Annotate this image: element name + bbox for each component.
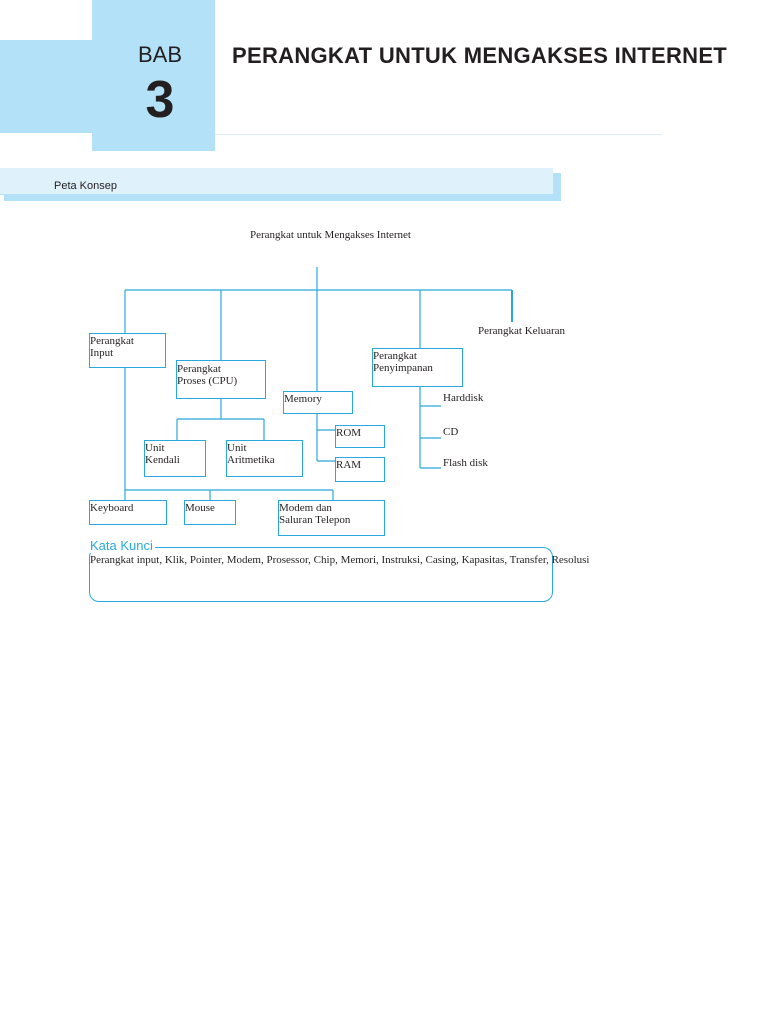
node-perangkat-keluaran: Perangkat Keluaran [478, 325, 566, 337]
node-memory-label: Memory [284, 393, 322, 405]
node-mouse: Mouse [184, 500, 236, 525]
bab-label: BAB [137, 42, 183, 67]
node-modem-line1: Modem dan [279, 502, 332, 514]
node-memory: Memory [283, 391, 353, 414]
node-perangkat-input-line2: Input [90, 347, 114, 359]
section-label: Peta Konsep [54, 180, 117, 192]
node-unit-aritmetika-line1: Unit [227, 442, 247, 454]
kata-kunci-text: Perangkat input, Klik, Pointer, Modem, P… [90, 554, 590, 566]
node-perangkat-penyimpanan: Perangkat Penyimpanan [372, 348, 463, 387]
node-perangkat-penyimpanan-line2: Penyimpanan [373, 362, 433, 374]
node-keyboard-label: Keyboard [90, 502, 134, 514]
node-perangkat-input-line1: Perangkat [90, 335, 134, 347]
node-mouse-label: Mouse [185, 502, 215, 514]
bab-number: 3 [145, 71, 175, 129]
node-harddisk: Harddisk [443, 392, 484, 404]
node-keyboard: Keyboard [89, 500, 167, 525]
node-flash-disk: Flash disk [443, 457, 488, 469]
chapter-title: PERANGKAT UNTUK MENGAKSES INTERNET [232, 43, 728, 68]
node-cd: CD [443, 426, 459, 438]
node-perangkat-input: Perangkat Input [89, 333, 166, 368]
node-perangkat-proses: Perangkat Proses (CPU) [176, 360, 266, 399]
node-unit-kendali: Unit Kendali [144, 440, 206, 477]
kata-kunci-box [89, 547, 553, 602]
root-node: Perangkat untuk Mengakses Internet [250, 229, 411, 241]
node-unit-aritmetika: Unit Aritmetika [226, 440, 303, 477]
node-unit-kendali-line1: Unit [145, 442, 165, 454]
node-perangkat-proses-line1: Perangkat [177, 363, 221, 375]
node-modem-line2: Saluran Telepon [279, 514, 351, 526]
node-modem: Modem dan Saluran Telepon [278, 500, 385, 536]
node-ram-label: RAM [336, 459, 362, 471]
node-perangkat-proses-line2: Proses (CPU) [177, 375, 238, 387]
section-bar [0, 168, 553, 195]
node-rom-label: ROM [336, 427, 362, 439]
node-unit-aritmetika-line2: Aritmetika [227, 454, 275, 466]
node-rom: ROM [335, 425, 385, 448]
node-perangkat-penyimpanan-line1: Perangkat [373, 350, 417, 362]
kata-kunci-title: Kata Kunci [90, 538, 155, 553]
node-ram: RAM [335, 457, 385, 482]
chapter-tab [92, 0, 215, 151]
title-rule [215, 134, 662, 135]
node-unit-kendali-line2: Kendali [145, 454, 180, 466]
header-band [0, 40, 92, 133]
